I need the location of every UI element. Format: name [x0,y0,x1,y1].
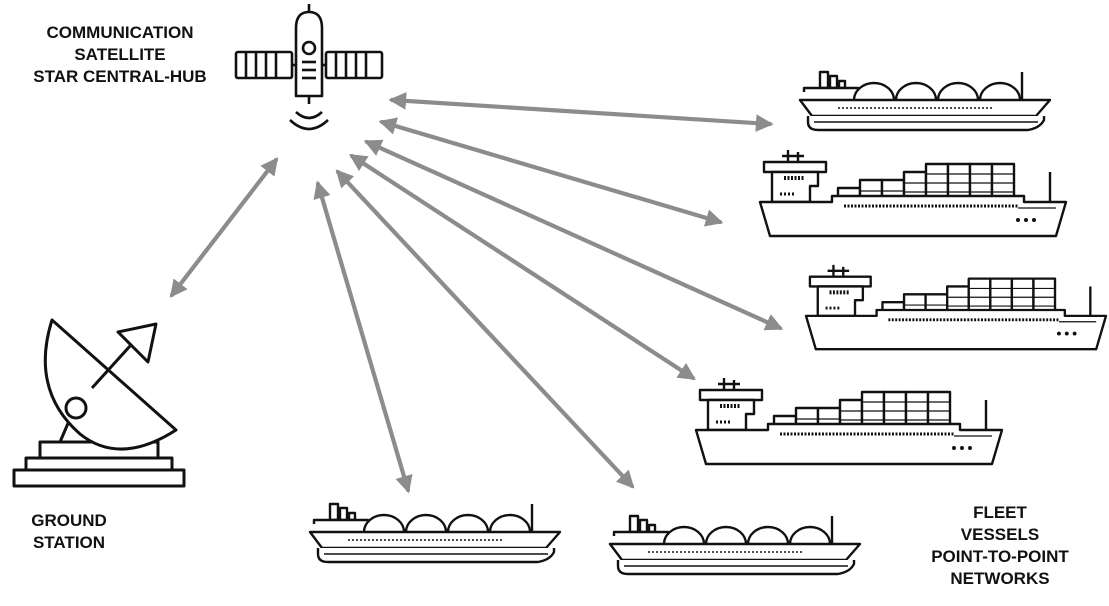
link-vessel-1 [392,100,770,124]
satellite-label-line: COMMUNICATION [6,22,234,44]
fleet-label: FLEET VESSELS POINT-TO-POINT NETWORKS [905,502,1095,590]
satellite-icon [236,4,382,129]
link-ground-station [172,160,276,295]
fleet-label-line: FLEET [905,502,1095,524]
vessel-5-lng-tanker-icon [310,504,560,562]
fleet-label-line: NETWORKS [905,568,1095,590]
vessel-4-container-ship-icon [696,378,1002,464]
ground-station-label: GROUND STATION [10,510,128,554]
ground-station-label-line: GROUND [10,510,128,532]
vessel-1-lng-tanker-icon [800,72,1050,130]
satellite-dish-icon [14,320,184,486]
satellite-label: COMMUNICATION SATELLITE STAR CENTRAL-HUB [6,22,234,88]
link-vessel-6 [338,172,632,486]
vessel-3-container-ship-icon [806,265,1106,349]
fleet-label-line: VESSELS [905,524,1095,546]
fleet-label-line: POINT-TO-POINT [905,546,1095,568]
satellite-label-line: SATELLITE [6,44,234,66]
satellite-label-line: STAR CENTRAL-HUB [6,66,234,88]
vessel-6-lng-tanker-icon [610,516,860,574]
ground-station-label-line: STATION [10,532,128,554]
vessel-2-container-ship-icon [760,150,1066,236]
